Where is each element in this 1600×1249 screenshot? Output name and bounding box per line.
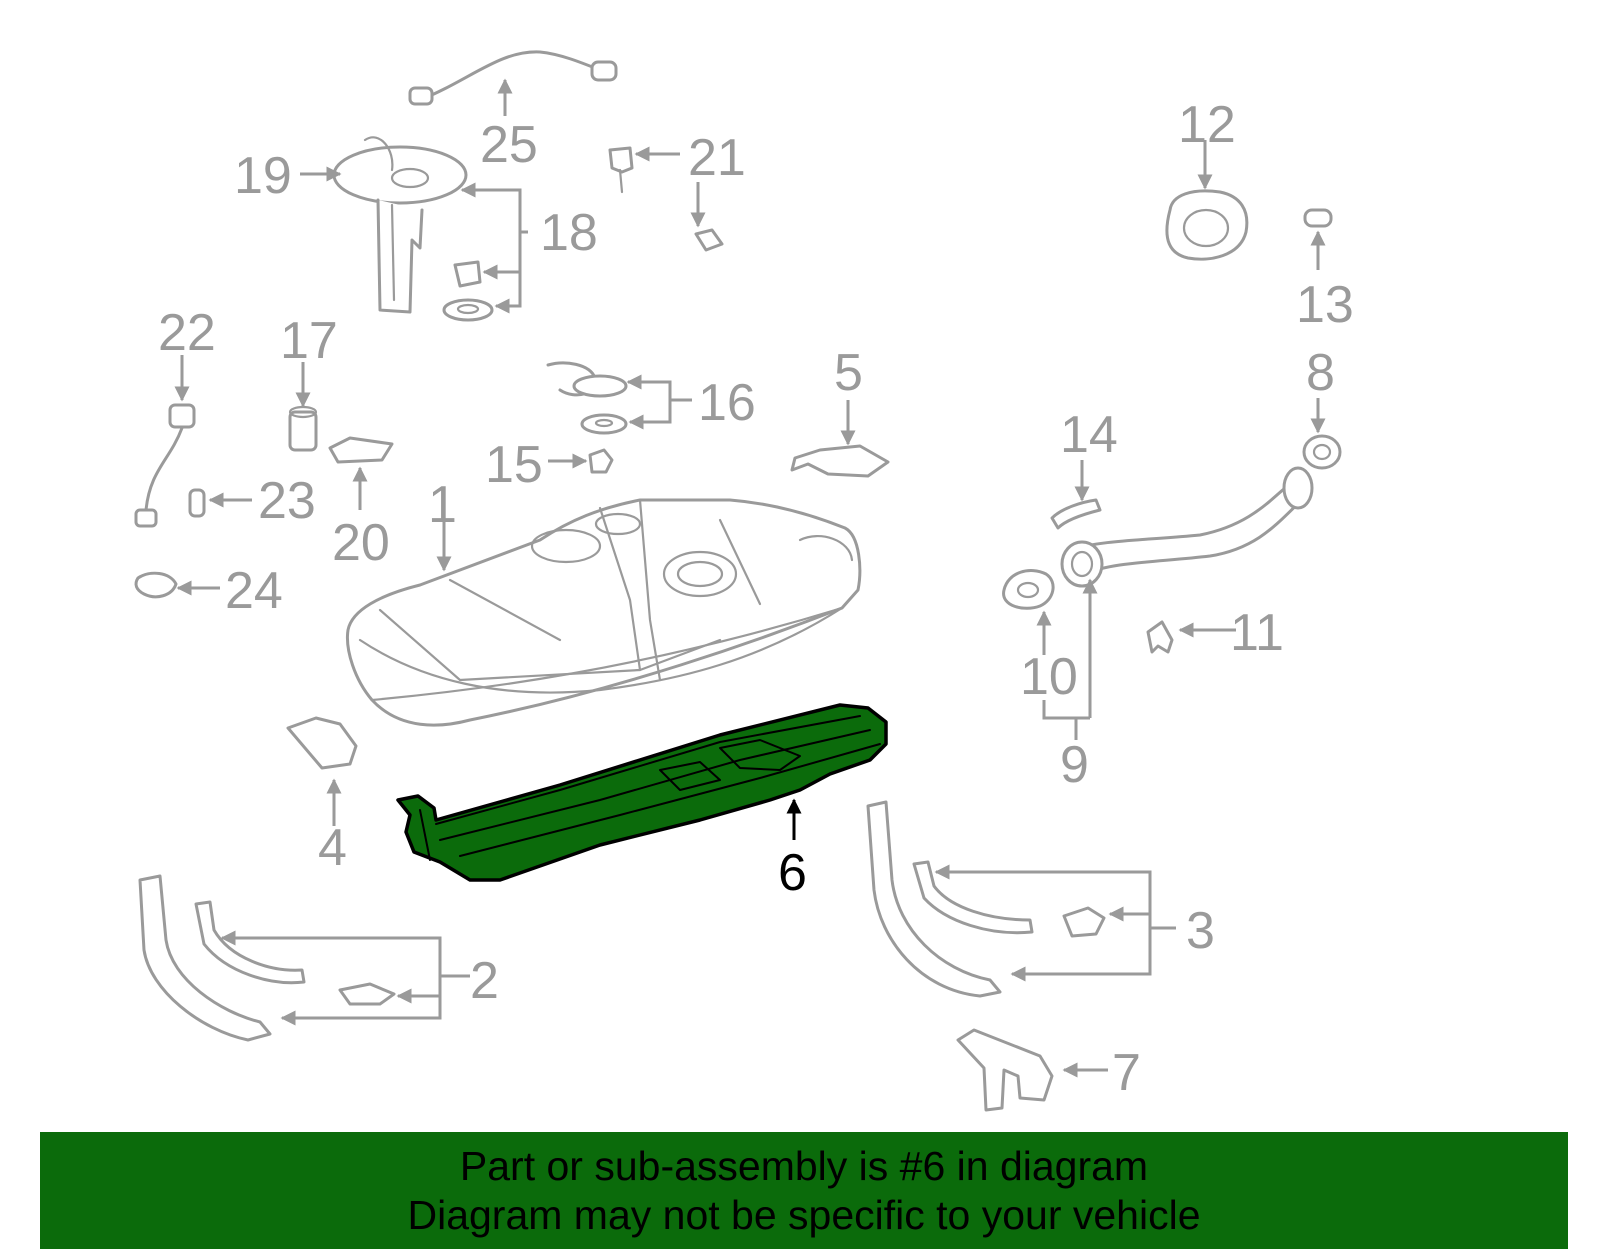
callout-19: 19 [234,147,292,205]
callout-15: 15 [485,436,543,494]
callout-14: 14 [1060,406,1118,464]
part-9-filler-neck [1060,466,1314,588]
part-18-sender-components [442,260,494,322]
callout-10: 10 [1020,648,1078,706]
callout-17: 17 [280,312,338,370]
banner-line-disclaimer: Diagram may not be specific to your vehi… [407,1192,1201,1238]
leader-16b [628,400,672,430]
callout-9: 9 [1060,736,1089,794]
callout-21: 21 [688,129,746,187]
callout-25: 25 [480,116,538,174]
leader-3b [1108,906,1152,928]
leader-2c [280,996,442,1026]
part-21-connector [608,146,724,252]
callout-18: 18 [540,204,598,262]
part-24-cup [134,571,178,599]
leader-16a [626,374,692,402]
info-banner: Part or sub-assembly is #6 in diagram Di… [40,1132,1568,1249]
part-11-bracket [1146,620,1174,654]
part-14-hose [1050,498,1102,530]
part-1-fuel-tank [345,498,862,727]
part-20-pressure-regulator [328,436,394,464]
callout-7: 7 [1112,1044,1141,1102]
callout-2: 2 [470,952,499,1010]
callout-20: 20 [332,514,390,572]
part-12-fuel-door-housing [1165,189,1249,261]
part-22-sensor-wire [134,403,196,528]
callout-23: 23 [258,472,316,530]
callout-11: 11 [1230,604,1284,662]
callout-8: 8 [1306,344,1335,402]
part-2-tank-straps [138,874,396,1042]
leader-18b [482,232,522,280]
leader-2b [396,976,442,1004]
callout-3: 3 [1186,902,1215,960]
part-23-pin [188,488,206,518]
callout-4: 4 [318,819,347,877]
part-3-tank-straps [866,800,1106,998]
leader-18c [494,272,522,314]
part-25-wire-harness [408,50,618,106]
part-17-filter [288,405,318,452]
leader-3a [934,864,1176,930]
part-7-bracket [956,1028,1054,1112]
callout-12: 12 [1178,96,1236,154]
callout-5: 5 [834,344,863,402]
part-19-fuel-pump-assembly [332,136,468,314]
part-13-bumper [1303,208,1333,228]
banner-line-part: Part or sub-assembly is #6 in diagram [459,1143,1149,1189]
part-15-valve [588,448,614,474]
callout-13: 13 [1296,276,1354,334]
leader-18a [460,182,528,234]
parts-diagram: 25 19 18 21 12 13 22 [134,50,1354,1112]
callout-6: 6 [778,844,807,902]
leader-3c [1010,928,1152,982]
part-4-heat-insulator [286,716,358,770]
callout-24: 24 [225,562,283,620]
callout-22: 22 [158,304,216,362]
part-5-heat-shield [790,444,890,478]
part-16-gasket-seal [546,361,628,435]
part-8-fuel-cap [1302,434,1342,470]
part-6-fuel-tank-protector [396,703,888,882]
callout-1: 1 [428,476,457,534]
leader-2a [220,930,470,978]
callout-16: 16 [698,374,756,432]
part-10-gasket-plate [1002,569,1055,610]
